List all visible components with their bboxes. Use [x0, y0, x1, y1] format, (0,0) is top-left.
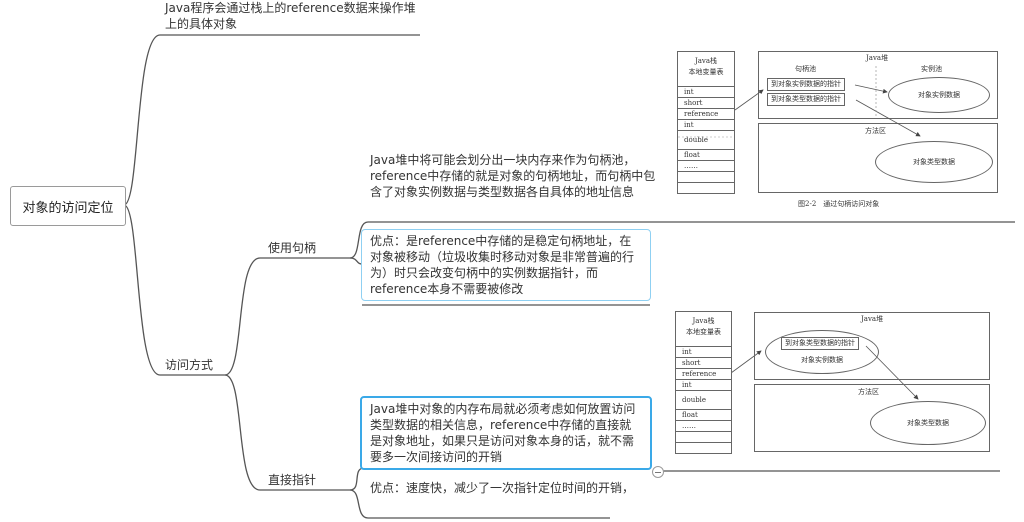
stack-row: int: [676, 346, 731, 357]
node-direct-text: 直接指针: [268, 473, 317, 487]
stack-row: float: [678, 149, 734, 160]
stack-title: Java栈: [692, 317, 715, 325]
instance-data-label: 对象实例数据: [801, 356, 843, 364]
stack-row: reference: [678, 108, 734, 119]
java-heap-label: Java堆: [866, 54, 889, 62]
method-area-label: 方法区: [865, 127, 886, 135]
node-access-methods[interactable]: 访问方式: [165, 357, 213, 373]
method-area-box: [758, 123, 998, 193]
handle-pool-label: 句柄池: [795, 65, 816, 73]
stack-row: double: [676, 390, 731, 409]
collapse-toggle[interactable]: [652, 466, 664, 478]
java-heap-label: Java堆: [861, 315, 884, 323]
java-heap-box: [754, 312, 990, 380]
stack-subtitle: 本地变量表: [688, 68, 724, 76]
stack-table: Java栈本地变量表 int short reference int doubl…: [675, 311, 732, 454]
method-area-box: [754, 384, 990, 452]
stack-row: short: [676, 357, 731, 368]
stack-subtitle: 本地变量表: [686, 328, 721, 336]
stack-title: Java栈: [694, 57, 718, 65]
type-pointer: 到对象类型数据的指针: [767, 93, 845, 106]
figure-caption: 图2-2 通过句柄访问对象: [798, 200, 880, 208]
node-handle-description-text: Java堆中将可能会划分出一块内存来作为句柄池，reference中存储的就是对…: [370, 153, 656, 199]
root-node[interactable]: 对象的访问定位: [10, 186, 126, 226]
node-handle-text: 使用句柄: [268, 241, 317, 255]
instance-pointer: 到对象实例数据的指针: [767, 78, 845, 91]
type-data-ellipse: 对象类型数据: [870, 401, 986, 445]
stack-row: int: [678, 119, 734, 130]
instance-pool-label: 实例池: [921, 65, 942, 73]
node-access-methods-text: 访问方式: [165, 358, 214, 372]
method-area-label: 方法区: [858, 388, 879, 396]
node-intro[interactable]: Java程序会通过栈上的reference数据来操作堆上的具体对象: [165, 0, 425, 32]
stack-row: ……: [678, 160, 734, 171]
root-node-label: 对象的访问定位: [22, 200, 114, 216]
node-direct-advantage-text: 优点：速度快，减少了一次指针定位时间的开销，: [370, 481, 635, 495]
object-ellipse: [765, 330, 879, 374]
node-intro-text: Java程序会通过栈上的reference数据来操作堆上的具体对象: [165, 1, 416, 31]
stack-row: int: [678, 86, 734, 97]
java-heap-box: [758, 51, 998, 119]
type-data-label: 对象类型数据: [907, 418, 949, 427]
stack-row: reference: [676, 368, 731, 379]
node-direct[interactable]: 直接指针: [268, 472, 316, 488]
node-direct-description[interactable]: Java堆中对象的内存布局就必须考虑如何放置访问类型数据的相关信息，refere…: [360, 396, 652, 470]
stack-row: ……: [676, 420, 731, 431]
instance-data-label: 对象实例数据: [918, 90, 960, 99]
node-handle[interactable]: 使用句柄: [268, 240, 316, 256]
node-handle-advantage-text: 优点：是reference中存储的是稳定句柄地址，在对象被移动（垃圾收集时移动对…: [370, 234, 635, 296]
type-data-ellipse: 对象类型数据: [875, 141, 993, 183]
node-direct-advantage[interactable]: 优点：速度快，减少了一次指针定位时间的开销，: [370, 480, 660, 496]
node-handle-advantage[interactable]: 优点：是reference中存储的是稳定句柄地址，在对象被移动（垃圾收集时移动对…: [361, 229, 651, 301]
stack-row: short: [678, 97, 734, 108]
stack-row: float: [676, 409, 731, 420]
stack-table: Java栈本地变量表 int short reference int doubl…: [677, 51, 735, 194]
type-data-label: 对象类型数据: [913, 157, 955, 166]
type-pointer: 到对象类型数据的指针: [781, 337, 859, 350]
node-direct-description-text: Java堆中对象的内存布局就必须考虑如何放置访问类型数据的相关信息，refere…: [370, 402, 636, 464]
node-handle-description[interactable]: Java堆中将可能会划分出一块内存来作为句柄池，reference中存储的就是对…: [370, 152, 660, 200]
instance-data-ellipse: 对象实例数据: [888, 77, 990, 113]
stack-row: int: [676, 379, 731, 390]
stack-row: double: [678, 130, 734, 149]
